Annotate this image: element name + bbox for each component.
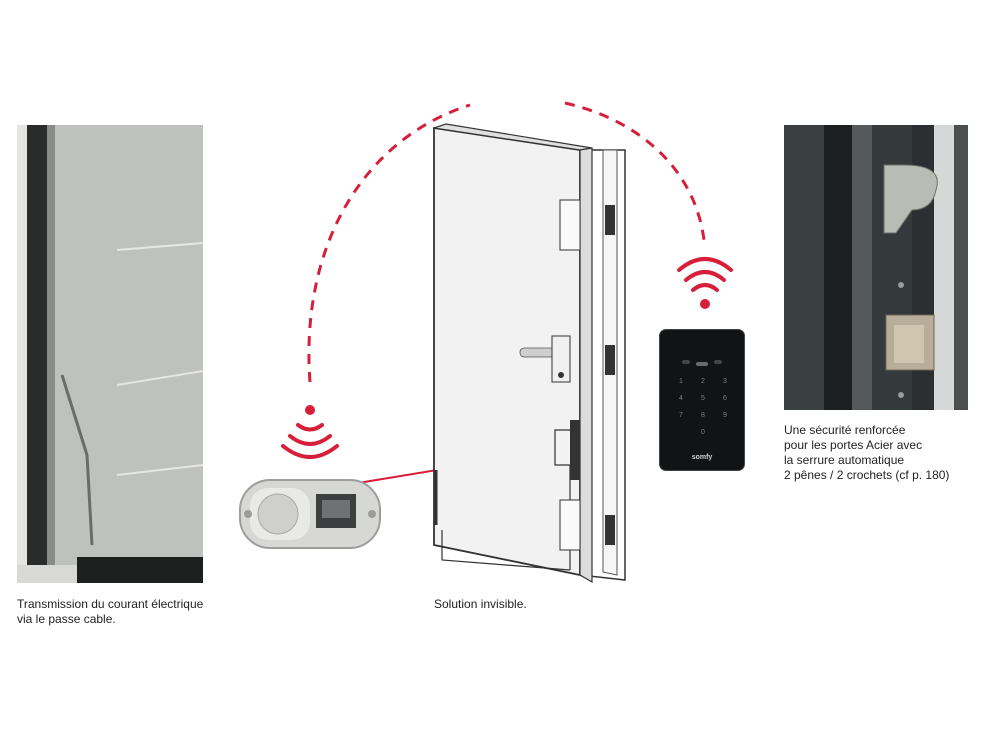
wifi-signal-icon: [677, 257, 733, 309]
lock-hooks-photo: [784, 125, 968, 410]
security-caption-line-4: 2 pênes / 2 crochets (cf p. 180): [784, 468, 950, 482]
keypad-grid: 1 2 3 4 5 6 7 8 9 0: [670, 374, 736, 440]
cable-caption: Transmission du courant électrique via l…: [17, 597, 203, 627]
wireless-dashed-arc-left: [307, 103, 471, 383]
cable-caption-line-2: via le passe cable.: [17, 612, 116, 626]
cable-caption-line-1: Transmission du courant électrique: [17, 597, 204, 611]
keypad-leds: [696, 362, 708, 366]
keypad-key[interactable]: 2: [701, 378, 705, 385]
wireless-dashed-arc-right: [564, 101, 706, 241]
keypad-device: 1 2 3 4 5 6 7 8 9 0 somfy: [660, 330, 744, 470]
door-illustration: [433, 123, 626, 584]
keypad-key[interactable]: 3: [723, 378, 727, 385]
invisible-solution-caption-line-1: Solution invisible.: [434, 597, 527, 611]
keypad-key[interactable]: 9: [723, 412, 727, 419]
receiver-module-photo: [239, 479, 381, 549]
keypad-key[interactable]: 1: [679, 378, 683, 385]
keypad-indicator-left: [682, 360, 690, 364]
wifi-signal-icon: [281, 405, 339, 459]
keypad-indicator-right: [714, 360, 722, 364]
keypad-key[interactable]: 7: [679, 412, 683, 419]
cable-passage-photo: [17, 125, 203, 583]
invisible-solution-caption: Solution invisible.: [434, 597, 527, 612]
keypad-key[interactable]: 0: [701, 429, 705, 436]
keypad-key[interactable]: 5: [701, 395, 705, 402]
security-caption-line-1: Une sécurité renforcée: [784, 423, 906, 437]
keypad-brand-logo: somfy: [691, 454, 713, 461]
security-caption-line-2: pour les portes Acier avec: [784, 438, 923, 452]
keypad-key[interactable]: 6: [723, 395, 727, 402]
security-caption: Une sécurité renforcée pour les portes A…: [784, 423, 949, 483]
keypad-key[interactable]: 4: [679, 395, 683, 402]
keypad-key[interactable]: 8: [701, 412, 705, 419]
security-caption-line-3: la serrure automatique: [784, 453, 905, 467]
